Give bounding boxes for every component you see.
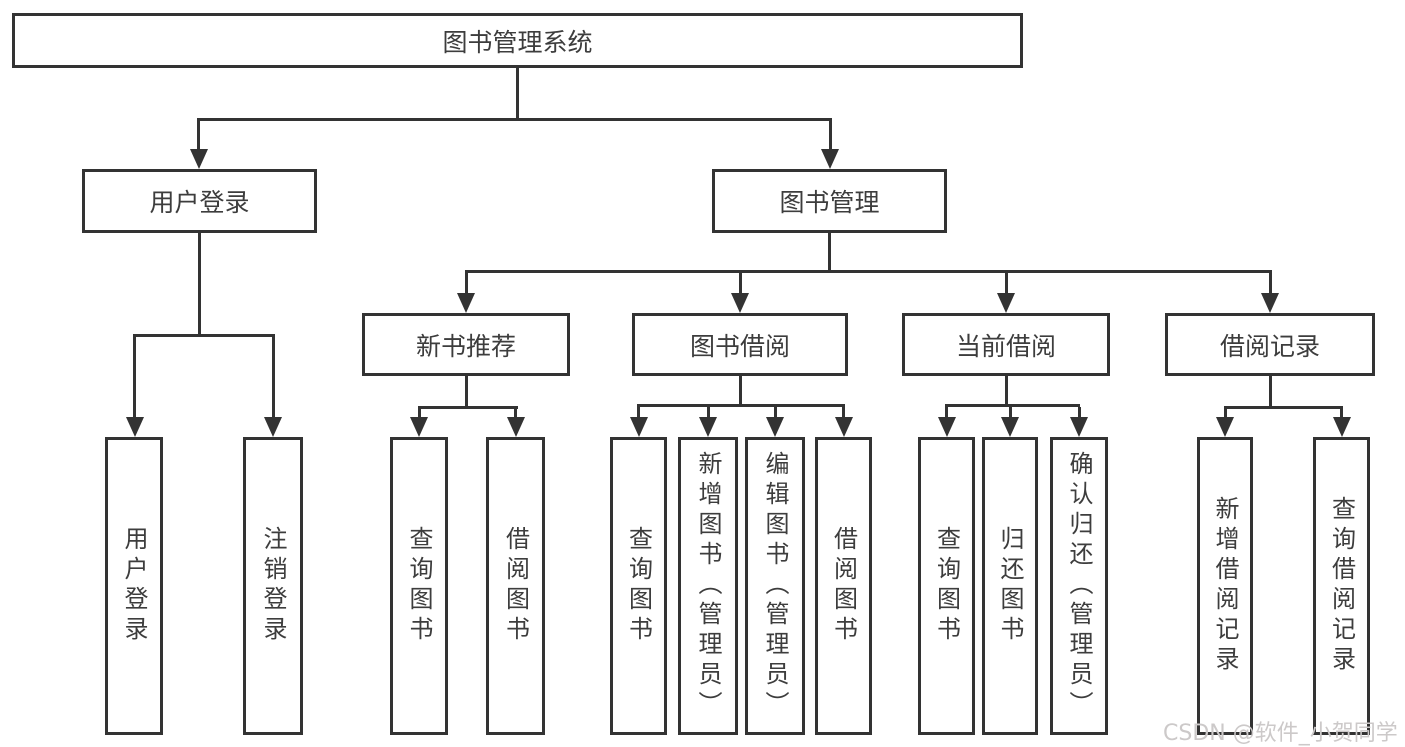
connector-line — [197, 118, 832, 121]
connector-line — [514, 409, 517, 417]
node-label: 图书借阅 — [689, 331, 790, 361]
arrow-down-icon — [410, 417, 428, 437]
leaf-user-login: 用户登录 — [105, 437, 163, 735]
node-label: 当前借阅 — [955, 331, 1056, 361]
connector-line — [1004, 376, 1008, 407]
arrow-down-icon — [1001, 417, 1019, 437]
connector-line — [464, 376, 468, 409]
node-label: 归还图书 — [996, 526, 1024, 646]
leaf-borrow-books-recommend: 借阅图书 — [486, 437, 545, 735]
arrow-down-icon — [731, 293, 749, 313]
arrow-down-icon — [821, 149, 839, 169]
connector-line — [197, 121, 200, 151]
connector-line — [829, 121, 832, 151]
arrow-down-icon — [1261, 293, 1279, 313]
connector-line — [1008, 407, 1012, 417]
arrow-down-icon — [190, 149, 208, 169]
connector-line — [1223, 406, 1343, 409]
connector-line — [465, 270, 1272, 273]
arrow-down-icon — [997, 293, 1015, 313]
node-current-borrow: 当前借阅 — [902, 313, 1110, 376]
connector-line — [271, 337, 275, 417]
arrow-down-icon — [834, 417, 853, 437]
leaf-logout: 注销登录 — [243, 437, 303, 735]
leaf-query-borrow-record: 查询借阅记录 — [1313, 437, 1370, 735]
leaf-edit-book-admin: 编辑图书（管理员） — [745, 437, 805, 735]
node-label: 查询图书 — [624, 526, 653, 646]
connector-line — [133, 334, 275, 337]
connector-line — [738, 273, 742, 294]
arrow-down-icon — [1216, 417, 1234, 437]
node-label: 图书管理 — [779, 188, 880, 217]
arrow-down-icon — [125, 417, 144, 437]
connector-line — [945, 407, 948, 417]
connector-line — [945, 404, 1080, 407]
node-book-management: 图书管理 — [712, 169, 947, 233]
node-label: 借阅记录 — [1219, 331, 1320, 361]
node-new-book-recommend: 新书推荐 — [362, 313, 570, 376]
connector-line — [706, 407, 710, 417]
leaf-query-books-borrow: 查询图书 — [610, 437, 667, 735]
leaf-query-books-current: 查询图书 — [918, 437, 975, 735]
node-label: 用户登录 — [149, 188, 250, 217]
arrow-down-icon — [1332, 417, 1351, 437]
node-label: 确认归还（管理员） — [1065, 451, 1093, 721]
node-label: 新增借阅记录 — [1211, 496, 1239, 676]
arrow-down-icon — [457, 293, 475, 313]
connector-line — [1077, 407, 1081, 417]
node-label: 新书推荐 — [415, 331, 516, 361]
node-label: 查询借阅记录 — [1327, 496, 1356, 676]
arrow-down-icon — [506, 417, 525, 437]
connector-line — [842, 407, 845, 417]
connector-line — [1268, 376, 1272, 409]
leaf-borrow-books: 借阅图书 — [815, 437, 872, 735]
node-label: 查询图书 — [405, 526, 433, 646]
leaf-add-book-admin: 新增图书（管理员） — [678, 437, 738, 735]
leaf-query-books-recommend: 查询图书 — [390, 437, 448, 735]
node-label: 图书管理系统 — [442, 27, 593, 57]
connector-line — [133, 337, 136, 417]
node-book-borrow: 图书借阅 — [632, 313, 848, 376]
arrow-down-icon — [766, 417, 784, 437]
leaf-confirm-return-admin: 确认归还（管理员） — [1050, 437, 1108, 735]
node-borrow-records: 借阅记录 — [1165, 313, 1375, 376]
csdn-watermark: CSDN @软件_小贺同学 — [1163, 721, 1398, 746]
node-label: 注销登录 — [259, 526, 287, 646]
connector-line — [773, 407, 777, 417]
node-label: 借阅图书 — [829, 526, 858, 646]
arrow-down-icon — [629, 417, 648, 437]
node-user-login: 用户登录 — [82, 169, 317, 233]
arrow-down-icon — [699, 417, 717, 437]
arrow-down-icon — [264, 417, 282, 437]
connector-line — [464, 273, 468, 294]
connector-line — [1004, 273, 1008, 294]
node-label: 编辑图书（管理员） — [761, 451, 789, 721]
leaf-return-book: 归还图书 — [982, 437, 1038, 735]
connector-line — [417, 409, 421, 417]
connector-line — [637, 404, 845, 407]
connector-line — [738, 376, 742, 407]
arrow-down-icon — [937, 417, 956, 437]
connector-line — [828, 233, 831, 273]
leaf-add-borrow-record: 新增借阅记录 — [1197, 437, 1253, 735]
node-library-system: 图书管理系统 — [12, 13, 1023, 68]
connector-line — [1340, 409, 1343, 417]
node-label: 新增图书（管理员） — [694, 451, 722, 721]
connector-line — [1223, 409, 1227, 417]
node-label: 查询图书 — [932, 526, 961, 646]
connector-line — [516, 68, 519, 121]
node-label: 借阅图书 — [501, 526, 530, 646]
connector-line — [637, 407, 640, 417]
connector-line — [417, 406, 518, 409]
node-label: 用户登录 — [120, 526, 148, 646]
connector-line — [198, 233, 201, 337]
connector-line — [1268, 273, 1272, 294]
arrow-down-icon — [1070, 417, 1088, 437]
